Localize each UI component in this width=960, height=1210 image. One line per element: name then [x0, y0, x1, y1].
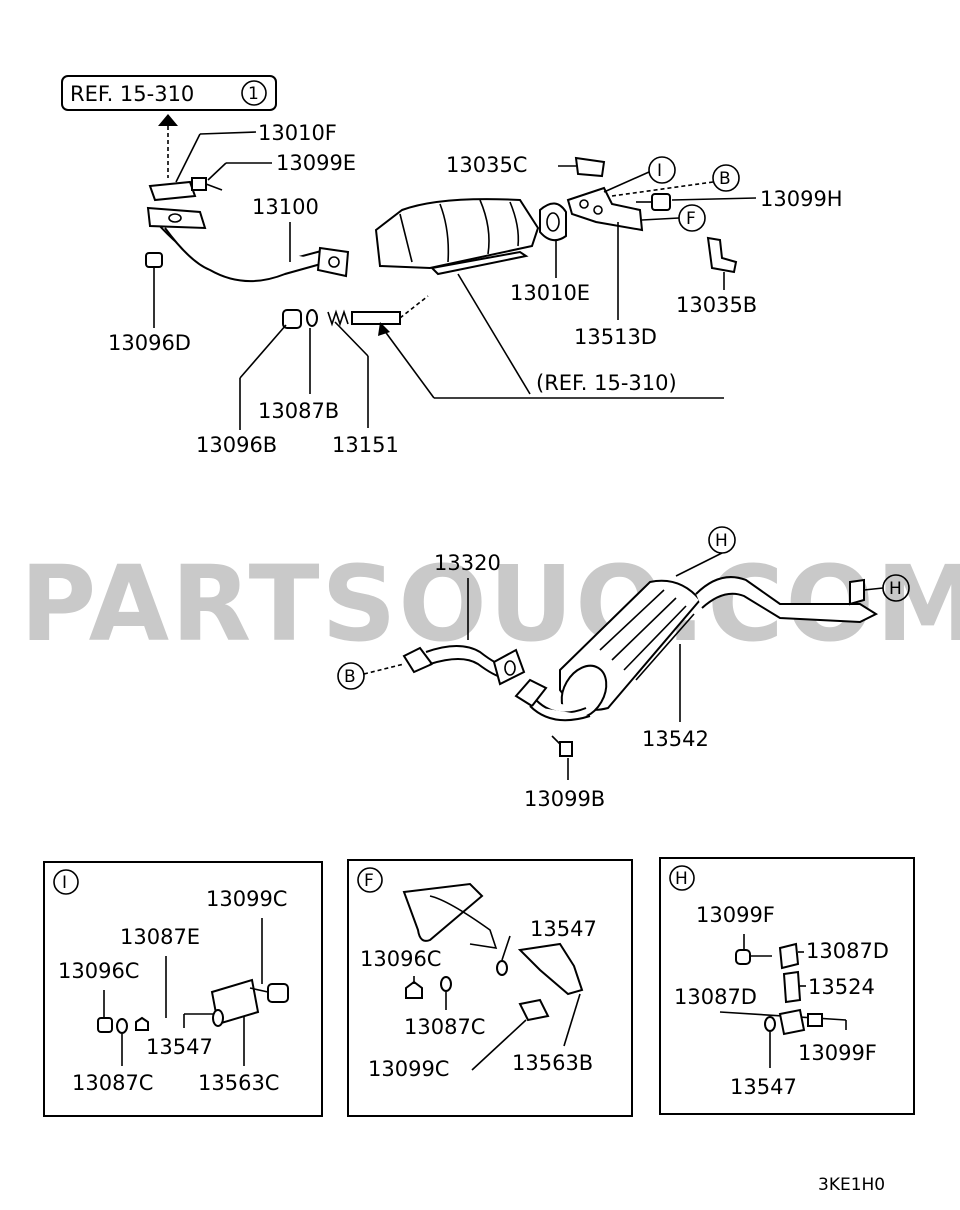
detail-H-label-13099F[interactable]: 13099F — [798, 1041, 877, 1065]
detail-H-label-13524[interactable]: 13524 — [808, 975, 875, 999]
detail-F-label-13096C[interactable]: 13096C — [360, 947, 441, 971]
detail-I-label-13547[interactable]: 13547 — [146, 1035, 213, 1059]
label-13513D[interactable]: 13513D — [574, 325, 657, 349]
catalytic-converter[interactable] — [374, 198, 540, 276]
ref-top-circle-number: 1 — [248, 84, 259, 104]
svg-text:I: I — [657, 161, 662, 181]
detail-F-label-13563B[interactable]: 13563B — [512, 1051, 593, 1075]
muffler-13542[interactable] — [514, 576, 879, 726]
detail-H-label-13099F-top[interactable]: 13099F — [696, 903, 775, 927]
svg-text:H: H — [715, 531, 728, 551]
bracket-13035B[interactable] — [706, 236, 738, 274]
nut-13096D[interactable] — [145, 252, 163, 268]
detail-H-label-13547[interactable]: 13547 — [730, 1075, 797, 1099]
callout-B-mid[interactable]: B — [337, 662, 365, 690]
detail-H-letter: H — [675, 869, 688, 889]
label-13096B[interactable]: 13096B — [196, 433, 277, 457]
diagram-code: 3KE1H0 — [818, 1175, 885, 1195]
callout-I-top[interactable]: I — [648, 156, 676, 184]
detail-F-label-13547[interactable]: 13547 — [530, 917, 597, 941]
callout-H-mid-top[interactable]: H — [708, 526, 736, 554]
label-13100[interactable]: 13100 — [252, 195, 319, 219]
center-pipe-13320[interactable] — [402, 645, 526, 686]
nut-13096B[interactable] — [282, 309, 302, 329]
label-13542[interactable]: 13542 — [642, 727, 709, 751]
label-13099B[interactable]: 13099B — [524, 787, 605, 811]
gasket-13010E[interactable] — [539, 202, 567, 242]
washer-13087B[interactable] — [306, 309, 318, 327]
label-13087B[interactable]: 13087B — [258, 399, 339, 423]
detail-I-label-13087E[interactable]: 13087E — [120, 925, 200, 949]
detail-I-label-13099C[interactable]: 13099C — [206, 887, 287, 911]
hanger-bracket-muffler-end[interactable] — [849, 578, 865, 606]
label-13151[interactable]: 13151 — [332, 433, 399, 457]
detail-box-I: I 13099C 13087E 13096C 13547 13087C 1356… — [43, 861, 323, 1117]
bolt-13099E[interactable] — [191, 177, 223, 191]
label-13035C[interactable]: 13035C — [446, 153, 527, 177]
ref-top-label: REF. 15-310 — [70, 82, 194, 106]
svg-text:H: H — [889, 579, 902, 599]
label-13320[interactable]: 13320 — [434, 551, 501, 575]
label-13010E[interactable]: 13010E — [510, 281, 590, 305]
detail-H-label-13087D[interactable]: 13087D — [674, 985, 757, 1009]
arrow-up-icon — [158, 114, 178, 178]
bolt-13099B[interactable] — [551, 735, 573, 757]
detail-I-label-13096C[interactable]: 13096C — [58, 959, 139, 983]
bracket-13035C[interactable] — [574, 156, 606, 178]
detail-H-label-13087D-top[interactable]: 13087D — [806, 939, 889, 963]
detail-F-letter: F — [364, 871, 374, 891]
detail-F-label-13099C[interactable]: 13099C — [368, 1057, 449, 1081]
label-13010F[interactable]: 13010F — [258, 121, 337, 145]
label-13099E[interactable]: 13099E — [276, 151, 356, 175]
ref-mid-label[interactable]: (REF. 15-310) — [536, 371, 677, 395]
detail-F-label-13087C[interactable]: 13087C — [404, 1015, 485, 1039]
label-13035B[interactable]: 13035B — [676, 293, 757, 317]
front-pipe-13100[interactable] — [146, 180, 350, 283]
bracket-13513D[interactable] — [566, 186, 644, 232]
callout-F-top[interactable]: F — [678, 204, 706, 232]
bolt-13099H[interactable] — [636, 193, 671, 211]
label-13096D[interactable]: 13096D — [108, 331, 191, 355]
detail-I-letter: I — [62, 873, 67, 893]
detail-box-F: F 13547 13096C 13087C 13099C 13563B — [347, 859, 633, 1117]
ref-box-top[interactable]: REF. 15-310 1 — [61, 75, 277, 111]
svg-text:B: B — [344, 667, 356, 687]
detail-I-label-13563C[interactable]: 13563C — [198, 1071, 279, 1095]
detail-box-H: H 13099F 13087D 13524 13087D 13099F 1354… — [659, 857, 915, 1115]
spring-13151[interactable] — [327, 309, 401, 327]
label-13099H[interactable]: 13099H — [760, 187, 843, 211]
svg-text:F: F — [686, 209, 696, 229]
callout-B-top[interactable]: B — [712, 164, 740, 192]
detail-I-label-13087C[interactable]: 13087C — [72, 1071, 153, 1095]
svg-text:B: B — [719, 169, 731, 189]
